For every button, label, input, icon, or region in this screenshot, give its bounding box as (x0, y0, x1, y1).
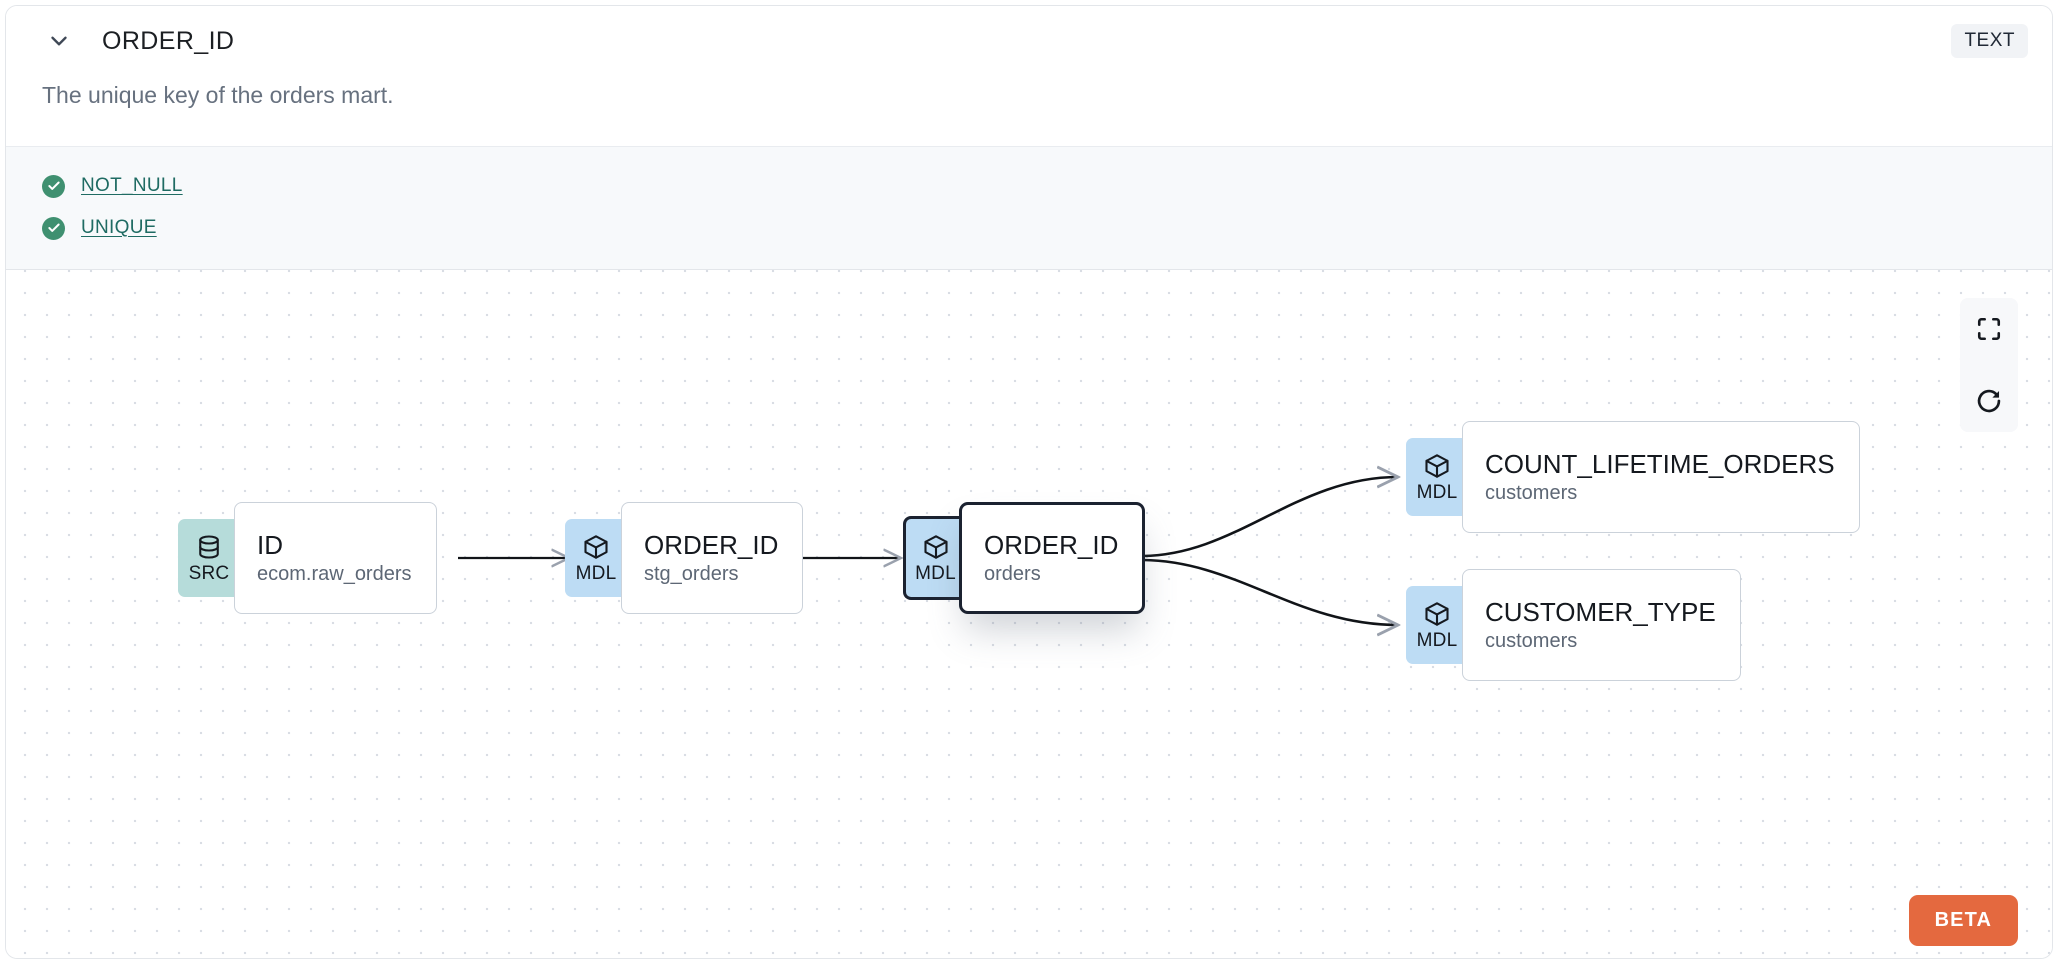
node-body: COUNT_LIFETIME_ORDERS customers (1462, 421, 1860, 533)
node-body: CUSTOMER_TYPE customers (1462, 569, 1741, 681)
edge-orders-to-customer-type (1140, 558, 1398, 625)
node-badge-label: MDL (915, 563, 956, 584)
node-name: ORDER_ID (984, 529, 1119, 560)
check-circle-icon (42, 216, 65, 240)
column-header: ORDER_ID TEXT The unique key of the orde… (6, 6, 2052, 146)
fullscreen-icon[interactable] (1960, 298, 2018, 360)
node-subtitle: stg_orders (644, 562, 739, 585)
edge-orders-to-count-lifetime-orders (1140, 477, 1398, 558)
node-name: COUNT_LIFETIME_ORDERS (1485, 448, 1835, 479)
lineage-node-orders-order-id[interactable]: MDL ORDER_ID orders (903, 502, 1146, 614)
node-subtitle: customers (1485, 629, 1578, 652)
node-badge-mdl: MDL (903, 516, 965, 600)
page-title: ORDER_ID (102, 26, 235, 55)
test-link-unique[interactable]: UNIQUE (81, 217, 157, 238)
node-badge-mdl: MDL (1406, 438, 1468, 516)
node-badge-label: SRC (188, 563, 230, 584)
data-type-badge: TEXT (1951, 24, 2028, 58)
node-badge-label: MDL (575, 563, 617, 584)
node-subtitle: orders (984, 562, 1041, 585)
refresh-icon[interactable] (1960, 370, 2018, 432)
check-circle-icon (42, 174, 65, 198)
node-name: ID (257, 529, 283, 560)
lineage-node-src-id[interactable]: SRC ID ecom.raw_orders (178, 502, 437, 614)
node-badge-label: MDL (1416, 482, 1458, 503)
node-body: ORDER_ID orders (959, 502, 1146, 614)
column-header-row: ORDER_ID TEXT (6, 6, 2052, 76)
tests-section: NOT_NULL UNIQUE (6, 146, 2052, 270)
test-link-not-null[interactable]: NOT_NULL (81, 175, 183, 196)
lineage-edges (458, 270, 2052, 959)
canvas-controls (1960, 298, 2018, 432)
node-badge-mdl: MDL (565, 519, 627, 597)
node-body: ORDER_ID stg_orders (621, 502, 804, 614)
column-description: The unique key of the orders mart. (42, 82, 394, 108)
chevron-down-icon[interactable] (42, 24, 76, 58)
lineage-node-stg-order-id[interactable]: MDL ORDER_ID stg_orders (565, 502, 804, 614)
node-subtitle: ecom.raw_orders (257, 562, 412, 585)
node-body: ID ecom.raw_orders (234, 502, 437, 614)
node-name: ORDER_ID (644, 529, 779, 560)
node-badge-label: MDL (1416, 630, 1458, 651)
lineage-node-count-lifetime-orders[interactable]: MDL COUNT_LIFETIME_ORDERS customers (1406, 421, 1860, 533)
lineage-node-customer-type[interactable]: MDL CUSTOMER_TYPE customers (1406, 569, 1741, 681)
lineage-canvas[interactable]: SRC ID ecom.raw_orders MDL ORDER_ID stg_… (6, 270, 2052, 959)
test-row: NOT_NULL (42, 165, 2016, 207)
node-badge-src: SRC (178, 519, 240, 597)
test-row: UNIQUE (42, 207, 2016, 249)
node-name: CUSTOMER_TYPE (1485, 596, 1716, 627)
column-detail-card: ORDER_ID TEXT The unique key of the orde… (5, 5, 2053, 959)
node-badge-mdl: MDL (1406, 586, 1468, 664)
node-subtitle: customers (1485, 481, 1578, 504)
beta-badge[interactable]: BETA (1908, 895, 2018, 946)
